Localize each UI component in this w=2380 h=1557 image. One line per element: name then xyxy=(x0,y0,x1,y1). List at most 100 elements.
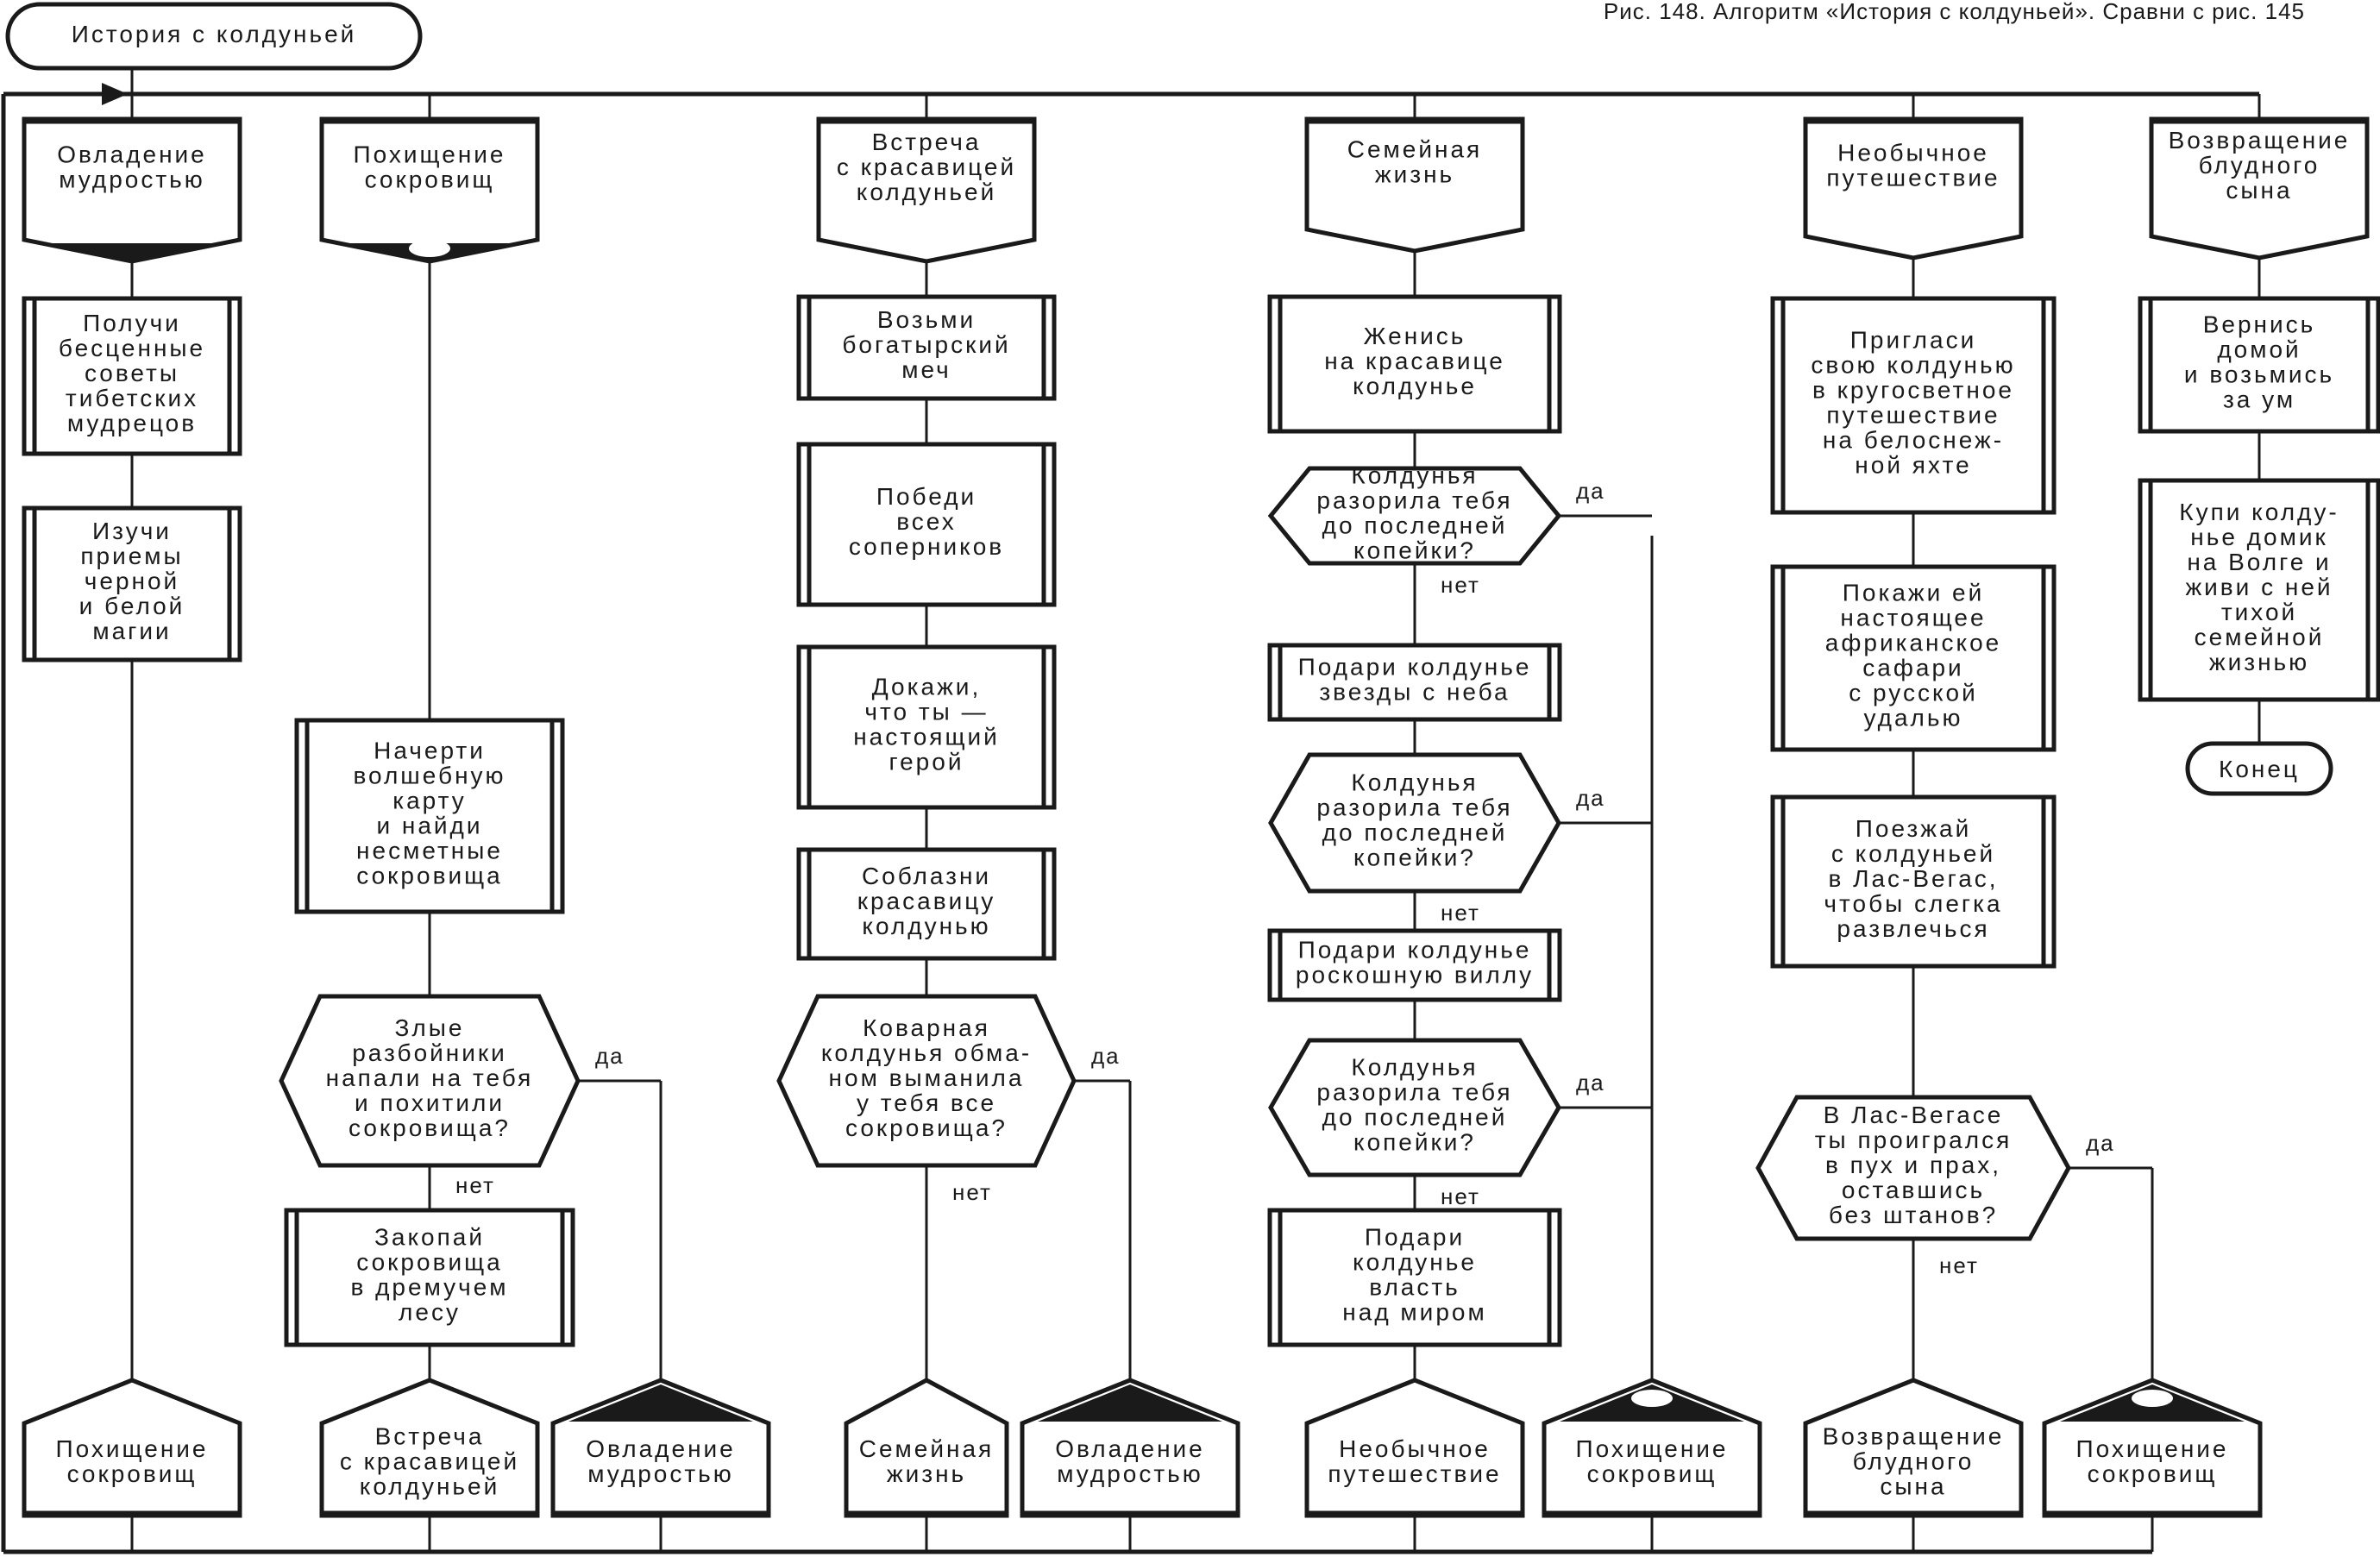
marker-triangle-icon xyxy=(1038,1384,1222,1422)
action-rect xyxy=(1267,643,1562,722)
label-line: сокровищ xyxy=(2088,1460,2218,1487)
label-line: советы xyxy=(85,360,179,386)
action-rect xyxy=(1267,294,1562,434)
column-header-4 xyxy=(1803,116,2024,261)
label-line: Получи xyxy=(83,310,181,336)
footer-connector xyxy=(1304,1378,1525,1518)
action-box xyxy=(294,718,565,914)
column-header-2 xyxy=(816,116,1037,264)
label-line: сына xyxy=(2226,177,2292,204)
action-box xyxy=(796,644,1057,810)
label-line: путешествие xyxy=(1826,402,2000,429)
label-line: в Лас-Вегас, xyxy=(1828,865,1998,892)
label-line: африканское xyxy=(1825,630,2001,656)
end-label: Конец xyxy=(2219,756,2300,782)
action-rect xyxy=(294,718,565,914)
action-rect xyxy=(22,296,242,456)
label-line: Необычное xyxy=(1837,140,1989,166)
marker-oval-icon xyxy=(409,240,450,257)
label-line: на белоснеж- xyxy=(1823,427,2004,454)
marker-triangle-icon xyxy=(41,243,223,260)
no-label: нет xyxy=(455,1172,495,1198)
hexagon-shape xyxy=(1755,1095,2071,1241)
label-line: лесу xyxy=(399,1299,461,1326)
hexagon-shape xyxy=(1268,1038,1561,1177)
hexagon-shape xyxy=(1267,466,1562,566)
action-rect xyxy=(796,442,1057,607)
label-line: над миром xyxy=(1342,1299,1486,1326)
hexagon-shape xyxy=(776,994,1077,1168)
label-line: за ум xyxy=(2223,386,2295,413)
decision-hexagon xyxy=(279,994,581,1168)
label-line: Возвращение xyxy=(1823,1423,2005,1450)
label-line: и возьмись xyxy=(2184,361,2334,388)
label-line: карту xyxy=(392,788,467,814)
hexagon-shape xyxy=(1268,752,1561,894)
label-line: живи с ней xyxy=(2185,574,2333,600)
label-line: в дремучем xyxy=(350,1274,508,1301)
label-line: Колдунья xyxy=(1351,1054,1478,1081)
label-line: мудрецов xyxy=(67,410,197,436)
label-line: сына xyxy=(1880,1473,1946,1500)
label-line: соперников xyxy=(849,533,1004,560)
label-line: нье домик xyxy=(2190,524,2327,550)
footer-connector xyxy=(1020,1378,1240,1518)
label-line: Коварная xyxy=(863,1014,990,1041)
label-line: с красавицей xyxy=(340,1448,519,1475)
label-line: путешествие xyxy=(1826,165,2000,191)
label-line: настоящий xyxy=(853,724,1000,750)
yes-label: да xyxy=(595,1043,625,1069)
label-line: оставшись xyxy=(1842,1177,1985,1203)
label-line: жизнью xyxy=(2209,649,2309,675)
label-line: до последней xyxy=(1322,1104,1508,1131)
decision-hexagon xyxy=(1755,1095,2071,1241)
label-line: роскошную виллу xyxy=(1296,962,1534,989)
label-line: Овладение xyxy=(586,1435,736,1462)
start-terminator xyxy=(5,2,423,71)
footer-connector xyxy=(2042,1378,2263,1518)
no-label: нет xyxy=(1441,1183,1480,1209)
action-box xyxy=(796,847,1057,961)
action-rect xyxy=(1770,794,2057,969)
label-line: Встреча xyxy=(375,1423,485,1450)
label-line: ты проигрался xyxy=(1815,1127,2013,1153)
label-line: что ты — xyxy=(864,699,988,725)
label-line: Соблазни xyxy=(862,863,991,889)
label-line: сафари xyxy=(1862,655,1963,681)
label-line: Овладение xyxy=(57,141,207,168)
label-line: Подари колдунье xyxy=(1298,654,1532,681)
label-line: напали на тебя xyxy=(326,1064,534,1091)
label-line: ном выманила xyxy=(829,1064,1025,1091)
label-line: магии xyxy=(92,618,171,644)
label-line: у тебя все xyxy=(857,1089,996,1116)
label-line: сокровища? xyxy=(845,1114,1008,1141)
label-line: Начерти xyxy=(374,738,486,764)
no-label: нет xyxy=(1939,1253,1979,1278)
label-line: ной яхте xyxy=(1855,452,1971,479)
column-header-3 xyxy=(1304,116,1525,254)
label-line: герой xyxy=(889,749,964,775)
label-line: в пух и прах, xyxy=(1825,1152,2001,1178)
decision-hexagon xyxy=(1267,466,1562,566)
label-line: на красавице xyxy=(1324,348,1505,374)
decision-hexagon xyxy=(1268,752,1561,894)
label-line: колдунье xyxy=(1353,373,1477,399)
label-line: сокровищ xyxy=(365,166,495,193)
